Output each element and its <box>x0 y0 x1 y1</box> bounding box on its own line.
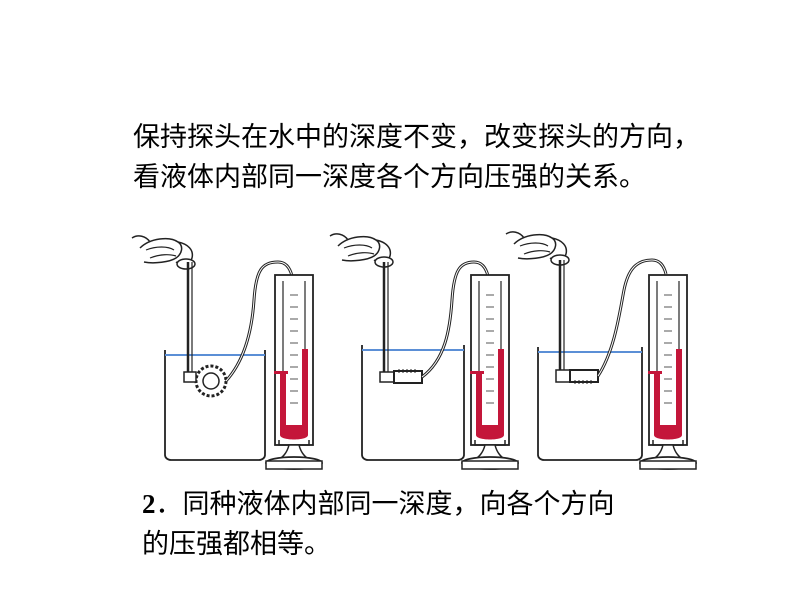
hand-icon <box>131 235 196 270</box>
beaker-3 <box>537 347 643 461</box>
instruction-line-1: 保持探头在水中的深度不变，改变探头的方向， <box>133 122 700 153</box>
beaker-2 <box>361 345 465 461</box>
conclusion-number: 2 <box>142 489 156 519</box>
conclusion-text: 2．同种液体内部同一深度，向各个方向 的压强都相等。 <box>142 484 615 565</box>
manometer-3 <box>639 274 697 470</box>
beaker-1 <box>164 350 266 461</box>
setup-3 <box>505 231 697 470</box>
instruction-text: 保持探头在水中的深度不变，改变探头的方向， 看液体内部同一深度各个方向压强的关系… <box>133 118 700 198</box>
probe-icon <box>569 369 599 383</box>
conclusion-line-1-text: 同种液体内部同一深度，向各个方向 <box>182 489 615 520</box>
probe-icon <box>393 370 423 384</box>
conclusion-line-2: 的压强都相等。 <box>142 529 331 560</box>
conclusion-line-1: 2．同种液体内部同一深度，向各个方向 <box>142 484 615 525</box>
conclusion-separator: ． <box>155 489 183 520</box>
setup-2 <box>329 233 519 470</box>
instruction-line-2: 看液体内部同一深度各个方向压强的关系。 <box>133 162 646 193</box>
setup-1 <box>131 235 323 470</box>
manometer-2 <box>461 274 519 470</box>
manometer-1 <box>265 274 323 470</box>
